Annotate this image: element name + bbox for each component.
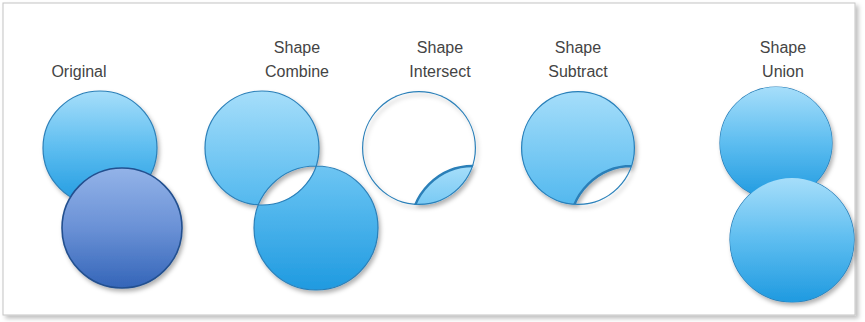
shape-label: Original [39,60,119,84]
circle [62,168,182,288]
original-figure [43,91,182,288]
circle-fill [730,178,854,302]
shape-label: Shape Intersect [400,36,480,84]
subtracted-shape [521,91,694,290]
shape-label: Shape Combine [257,36,337,84]
combined-shape [205,91,378,290]
circle [730,178,854,302]
shape-label: Shape Subtract [538,36,618,84]
union-figure [720,87,854,302]
panel [3,3,855,315]
subtract-figure [521,91,694,290]
intersect-figure [362,91,535,290]
lens-edge [362,91,476,205]
lens-shape [411,166,535,290]
shape-label: Shape Union [743,36,823,84]
combine-figure [205,91,378,290]
